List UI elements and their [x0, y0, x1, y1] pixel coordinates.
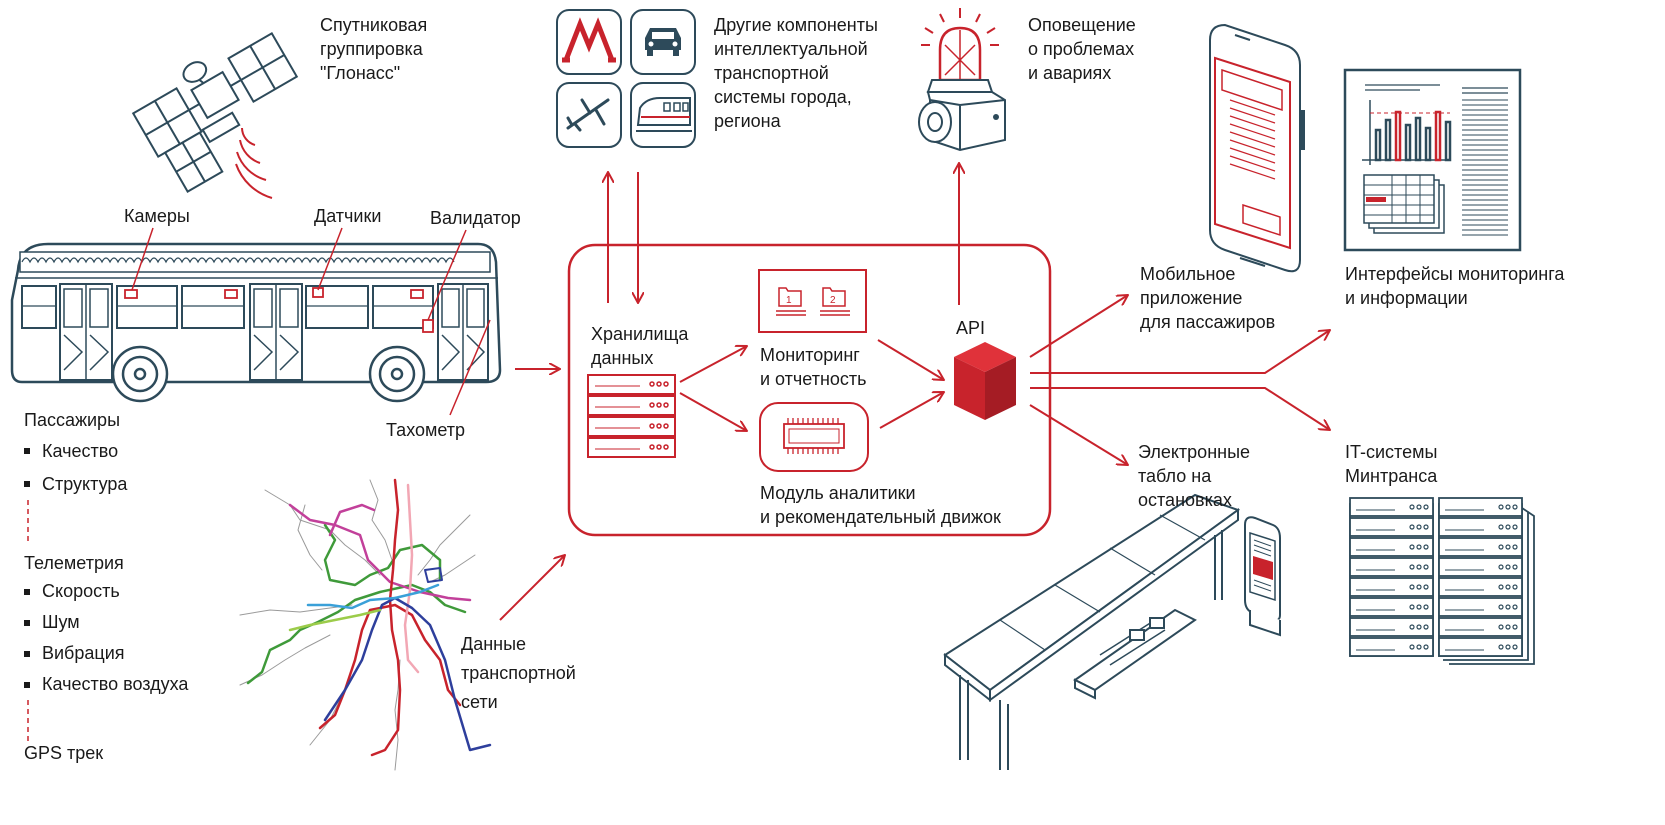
monitoring-label: Мониторинг и отчетность	[760, 345, 867, 389]
api-label: API	[956, 318, 986, 338]
passengers-list: Качество Структура	[24, 435, 127, 501]
arrow-monitoring-to-api	[877, 339, 944, 380]
cameras-label: Камеры	[124, 206, 190, 226]
telemetry-title: Телеметрия	[24, 553, 124, 573]
sensors-label: Датчики	[314, 206, 382, 226]
e-boards-label: Электронные табло на остановках	[1138, 442, 1251, 510]
list-item: Скорость	[24, 576, 188, 607]
central-system-box	[567, 243, 1052, 537]
api-output-arrows	[1029, 295, 1330, 465]
airplane-icon	[556, 82, 622, 148]
metro-icon	[556, 9, 622, 75]
storage-server-icon	[587, 374, 676, 458]
arrow-analytics-to-api	[879, 392, 944, 429]
signal-waves	[235, 127, 273, 199]
train-icon	[630, 82, 696, 148]
monitoring-document-icon	[1343, 68, 1522, 252]
alerts-label: Оповещение о проблемах и авариях	[1028, 15, 1136, 83]
monitoring-interfaces-label: Интерфейсы мониторинга и информации	[1345, 264, 1565, 308]
arrow-storage-to-monitoring	[679, 346, 747, 383]
bus-icon	[10, 242, 502, 403]
api-cube-icon	[954, 342, 1016, 420]
transit-network-map	[239, 478, 492, 771]
list-item: Качество	[24, 435, 127, 468]
car-icon	[630, 9, 696, 75]
analytics-label: Модуль аналитики и рекомендательный движ…	[760, 483, 1001, 527]
folder-number-2: 2	[830, 295, 836, 306]
it-servers-icon	[1349, 497, 1535, 665]
list-item: Шум	[24, 607, 188, 638]
smartphone-icon	[1209, 23, 1305, 273]
passengers-title: Пассажиры	[24, 410, 121, 430]
other-components-label: Другие компоненты интеллектуальной транс…	[714, 15, 878, 131]
arrow-network-to-storage	[499, 555, 565, 621]
telemetry-list: Скорость Шум Вибрация Качество воздуха	[24, 576, 188, 700]
list-item: Структура	[24, 468, 127, 501]
alarm-beacon-icon	[918, 8, 1006, 152]
analytics-module-icon	[759, 402, 869, 472]
network-data-label: Данные транспортной сети	[461, 634, 576, 712]
folder-number-1: 1	[786, 295, 792, 306]
validator-label: Валидатор	[430, 208, 521, 228]
list-item: Качество воздуха	[24, 669, 188, 700]
list-item: Вибрация	[24, 638, 188, 669]
tachometer-label: Тахометр	[386, 420, 466, 440]
satellite-label: Спутниковая группировка "Глонасс"	[320, 15, 428, 83]
satellite-icon	[131, 31, 299, 193]
mobile-app-label: Мобильное приложение для пассажиров	[1140, 264, 1276, 332]
monitoring-module-icon: 1 2	[758, 269, 867, 333]
gps-label: GPS трек	[24, 743, 104, 763]
bus-stop-shelter-icon	[943, 493, 1241, 770]
storage-label: Хранилища данных	[591, 324, 689, 368]
arrow-storage-to-analytics	[679, 392, 747, 431]
e-board-stand-icon	[1244, 516, 1281, 637]
it-systems-label: IT-системы Минтранса	[1345, 442, 1438, 486]
bus-callouts	[131, 227, 491, 416]
